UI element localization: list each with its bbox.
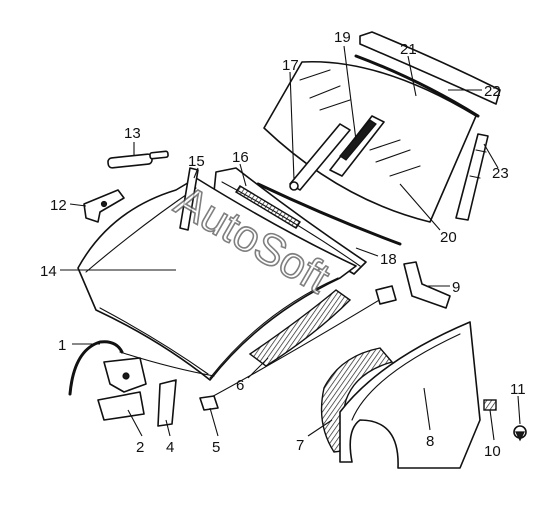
callout-10: 10	[484, 443, 501, 460]
windshield-glass	[263, 60, 477, 223]
wiper-arm	[289, 123, 351, 191]
callout-16: 16	[232, 149, 249, 166]
callout-23: 23	[492, 165, 509, 182]
latch-bracket	[157, 379, 177, 427]
hood-latch	[97, 357, 147, 421]
callout-15: 15	[188, 153, 205, 170]
callout-19: 19	[334, 29, 351, 46]
callout-20: 20	[440, 229, 457, 246]
callout-7: 7	[296, 437, 304, 454]
fender-bracket	[403, 261, 451, 309]
callout-6: 6	[236, 377, 244, 394]
wiper-blade	[329, 115, 385, 177]
hood-hinge	[83, 189, 125, 223]
release-cable	[68, 340, 215, 396]
side-marker	[483, 399, 497, 411]
cowl-panel	[213, 167, 367, 275]
windshield-lower-seal	[256, 182, 402, 246]
callout-12: 12	[50, 197, 67, 214]
callout-13: 13	[124, 125, 141, 142]
callout-14: 14	[40, 263, 57, 280]
callout-17: 17	[282, 57, 299, 74]
leader-lines	[60, 45, 521, 441]
callout-21: 21	[400, 41, 417, 58]
hood-prop-rod	[199, 285, 397, 411]
hood-stay-bracket	[179, 167, 199, 231]
wheel-arch-liner	[320, 347, 394, 453]
callout-5: 5	[212, 439, 220, 456]
callout-4: 4	[166, 439, 174, 456]
callout-2: 2	[136, 439, 144, 456]
callout-8: 8	[426, 433, 434, 450]
gas-strut	[107, 150, 169, 169]
windshield-upper-trim	[354, 31, 501, 118]
pillar-trim	[455, 133, 489, 221]
callout-labels: 1 2 4 5 6 7 8 9 10 11 12 13 14 15 16 17 …	[40, 29, 526, 460]
hood-panel	[77, 177, 357, 381]
callout-22: 22	[484, 83, 501, 100]
hood-insulation	[248, 289, 352, 367]
trim-clip	[513, 425, 527, 442]
callout-1: 1	[58, 337, 66, 354]
front-fender	[339, 321, 481, 469]
callout-18: 18	[380, 251, 397, 268]
callout-11: 11	[510, 381, 526, 398]
callout-9: 9	[452, 279, 460, 296]
